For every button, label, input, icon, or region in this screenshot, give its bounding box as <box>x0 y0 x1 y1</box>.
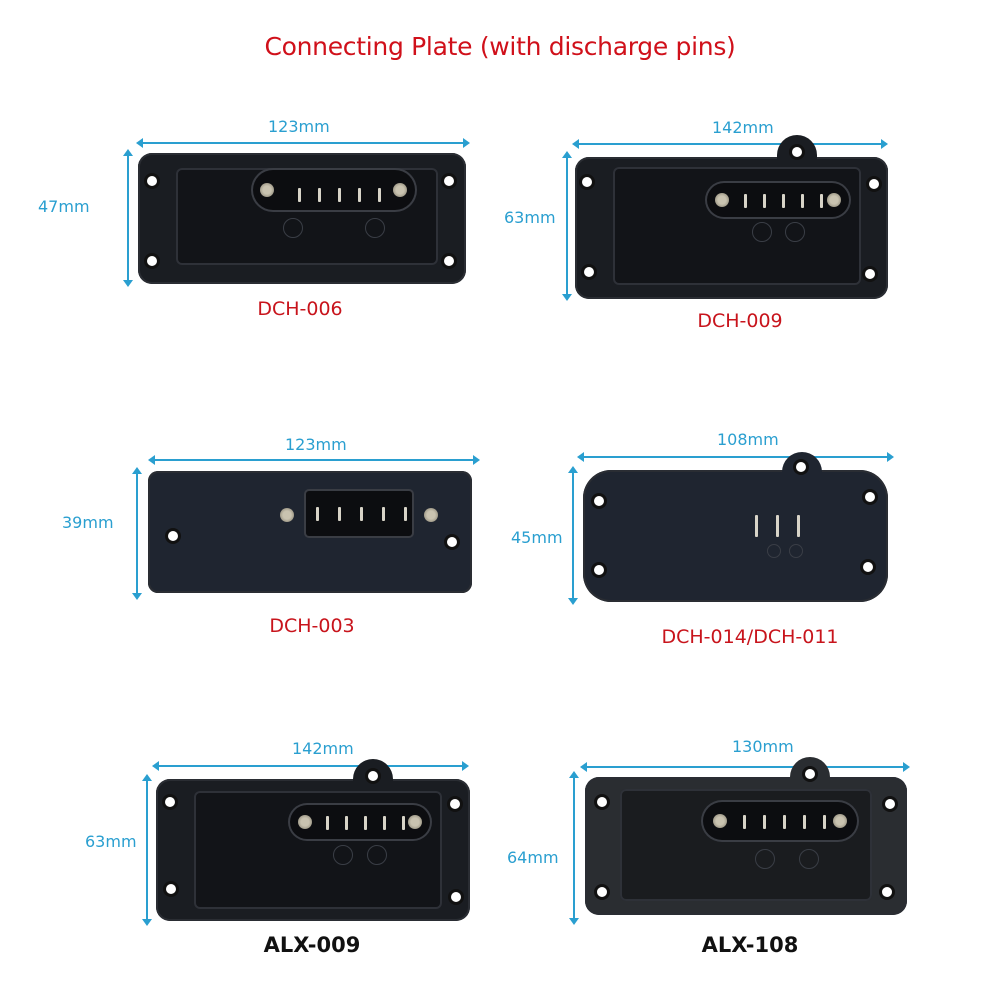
plate-image <box>585 757 907 915</box>
mount-hole-icon <box>885 799 895 809</box>
mount-hole-icon <box>165 797 175 807</box>
screw-icon <box>424 508 438 522</box>
screw-icon <box>713 814 727 828</box>
pin-connector <box>290 805 430 839</box>
model-label: ALX-009 <box>263 933 361 957</box>
width-dimension: 123mm <box>268 117 330 136</box>
screw-icon <box>833 814 847 828</box>
mount-hole-icon <box>869 179 879 189</box>
screw-icon <box>408 815 422 829</box>
width-arrow-icon <box>572 139 888 149</box>
mount-hole-icon <box>447 537 457 547</box>
height-arrow-icon <box>569 771 579 925</box>
plate-image <box>156 759 470 921</box>
pin-connector <box>707 183 849 217</box>
width-dimension: 142mm <box>292 739 354 758</box>
width-dimension: 123mm <box>285 435 347 454</box>
model-label: ALX-108 <box>701 933 799 957</box>
height-dimension: 45mm <box>511 528 563 547</box>
mount-hole-icon <box>792 147 802 157</box>
height-arrow-icon <box>562 151 572 301</box>
screw-icon <box>260 183 274 197</box>
mount-hole-icon <box>444 256 454 266</box>
mount-hole-icon <box>147 176 157 186</box>
width-dimension: 130mm <box>732 737 794 756</box>
plate-image <box>138 153 466 284</box>
plate-image <box>575 135 888 299</box>
mount-hole-icon <box>865 269 875 279</box>
width-arrow-icon <box>152 761 469 771</box>
mount-hole-icon <box>865 492 875 502</box>
screw-icon <box>827 193 841 207</box>
polarity-symbol-icon <box>365 218 385 238</box>
mount-hole-icon <box>594 565 604 575</box>
width-dimension: 142mm <box>712 118 774 137</box>
width-dimension: 108mm <box>717 430 779 449</box>
height-arrow-icon <box>132 467 142 600</box>
plate-image <box>583 452 888 602</box>
plate-image <box>148 471 472 593</box>
mount-hole-icon <box>368 771 378 781</box>
mount-hole-icon <box>796 462 806 472</box>
width-arrow-icon <box>577 452 894 462</box>
height-dimension: 47mm <box>38 197 90 216</box>
pin-connector <box>703 802 857 840</box>
screw-icon <box>393 183 407 197</box>
polarity-symbol-icon <box>333 845 353 865</box>
mount-hole-icon <box>597 887 607 897</box>
polarity-symbol-icon <box>799 849 819 869</box>
height-dimension: 39mm <box>62 513 114 532</box>
discharge-pin <box>755 515 758 537</box>
mount-hole-icon <box>166 884 176 894</box>
height-dimension: 63mm <box>504 208 556 227</box>
mount-hole-icon <box>882 887 892 897</box>
polarity-symbol-icon <box>767 544 781 558</box>
height-dimension: 63mm <box>85 832 137 851</box>
polarity-symbol-icon <box>367 845 387 865</box>
mount-hole-icon <box>805 769 815 779</box>
discharge-pin <box>797 515 800 537</box>
polarity-symbol-icon <box>785 222 805 242</box>
model-label: DCH-003 <box>269 615 355 637</box>
polarity-symbol-icon <box>755 849 775 869</box>
model-label: DCH-006 <box>257 298 343 320</box>
page-title: Connecting Plate (with discharge pins) <box>264 32 736 61</box>
mount-hole-icon <box>147 256 157 266</box>
discharge-pin <box>776 515 779 537</box>
mount-hole-icon <box>863 562 873 572</box>
mount-hole-icon <box>444 176 454 186</box>
height-dimension: 64mm <box>507 848 559 867</box>
mount-hole-icon <box>451 892 461 902</box>
polarity-symbol-icon <box>752 222 772 242</box>
width-arrow-icon <box>580 762 910 772</box>
polarity-symbol-icon <box>283 218 303 238</box>
mount-hole-icon <box>594 496 604 506</box>
mount-hole-icon <box>584 267 594 277</box>
pin-connector <box>253 170 415 210</box>
mount-hole-icon <box>450 799 460 809</box>
mount-hole-icon <box>168 531 178 541</box>
mount-hole-icon <box>582 177 592 187</box>
model-label: DCH-014/DCH-011 <box>661 626 839 648</box>
height-arrow-icon <box>142 774 152 926</box>
polarity-symbol-icon <box>789 544 803 558</box>
mount-hole-icon <box>597 797 607 807</box>
pin-connector <box>306 491 412 536</box>
model-label: DCH-009 <box>697 310 783 332</box>
height-arrow-icon <box>568 466 578 605</box>
width-arrow-icon <box>148 455 480 465</box>
height-arrow-icon <box>123 149 133 287</box>
screw-icon <box>715 193 729 207</box>
screw-icon <box>298 815 312 829</box>
width-arrow-icon <box>136 138 470 148</box>
screw-icon <box>280 508 294 522</box>
